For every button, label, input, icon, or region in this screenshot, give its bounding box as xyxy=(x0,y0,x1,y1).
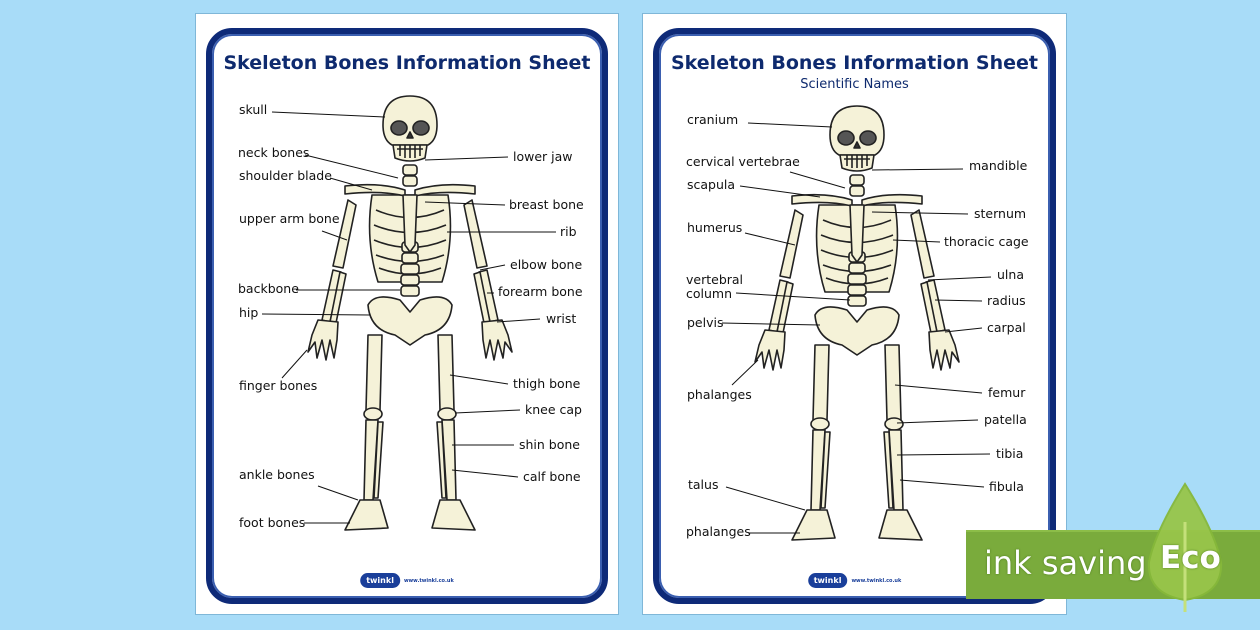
label-femur: femur xyxy=(988,385,1026,400)
label-backbone: backbone xyxy=(238,281,299,296)
label-rib: rib xyxy=(560,224,577,239)
label-carpal: carpal xyxy=(987,320,1026,335)
label-fibula: fibula xyxy=(989,479,1024,494)
label-ankle-bones: ankle bones xyxy=(239,467,315,482)
label-shoulder-blade: shoulder blade xyxy=(239,168,332,183)
leaf-icon xyxy=(1147,482,1223,612)
label-tibia: tibia xyxy=(996,446,1024,461)
label-knee-cap: knee cap xyxy=(525,402,582,417)
eco-text: Eco xyxy=(1160,540,1221,576)
label-sternum: sternum xyxy=(974,206,1027,221)
label-skull: skull xyxy=(239,102,268,117)
sheet-border xyxy=(206,28,608,604)
label-talus: talus xyxy=(688,477,719,492)
label-thoracic-cage: thoracic cage xyxy=(944,234,1029,249)
label-phalanges-hand: phalanges xyxy=(687,387,752,402)
label-thigh-bone: thigh bone xyxy=(513,376,581,391)
leader-lines xyxy=(261,111,556,524)
label-elbow-bone: elbow bone xyxy=(510,257,583,272)
twinkl-logo: twinkl www.twinkl.co.uk xyxy=(360,573,454,588)
label-radius: radius xyxy=(987,293,1026,308)
label-scapula: scapula xyxy=(687,177,736,192)
label-ulna: ulna xyxy=(997,267,1024,282)
label-mandible: mandible xyxy=(969,158,1028,173)
leader-lines xyxy=(721,122,992,534)
skeleton-diagram xyxy=(721,105,992,541)
label-pelvis: pelvis xyxy=(687,315,724,330)
label-upper-arm-bone: upper arm bone xyxy=(239,211,340,226)
label-patella: patella xyxy=(984,412,1027,427)
sheet-scientific-names: Skeleton Bones Information Sheet Scienti… xyxy=(643,14,1066,614)
label-forearm-bone: forearm bone xyxy=(498,284,583,299)
label-calf-bone: calf bone xyxy=(523,469,581,484)
label-neck-bones: neck bones xyxy=(238,145,310,160)
twinkl-logo: twinkl www.twinkl.co.uk xyxy=(807,573,901,588)
label-wrist: wrist xyxy=(546,311,577,326)
label-hip: hip xyxy=(239,305,259,320)
label-cervical-vertebrae: cervical vertebrae xyxy=(686,154,800,169)
label-humerus: humerus xyxy=(687,220,743,235)
sheet-title: Skeleton Bones Information Sheet xyxy=(670,52,1038,74)
skeleton-diagram xyxy=(261,95,556,531)
label-breast-bone: breast bone xyxy=(509,197,584,212)
ink-saving-text: ink saving xyxy=(984,544,1147,582)
label-column: column xyxy=(686,286,733,301)
label-foot-bones: foot bones xyxy=(239,515,306,530)
label-lower-jaw: lower jaw xyxy=(513,149,573,164)
sheet-subtitle: Scientific Names xyxy=(800,77,909,92)
sheet-title: Skeleton Bones Information Sheet xyxy=(223,52,591,74)
sheet-common-names: Skeleton Bones Information Sheet skull n… xyxy=(196,14,618,614)
label-shin-bone: shin bone xyxy=(519,437,580,452)
label-cranium: cranium xyxy=(687,112,739,127)
sheet-border xyxy=(653,28,1056,604)
label-phalanges-foot: phalanges xyxy=(686,524,751,539)
label-vertebral: vertebral xyxy=(686,272,744,287)
label-finger-bones: finger bones xyxy=(239,378,318,393)
